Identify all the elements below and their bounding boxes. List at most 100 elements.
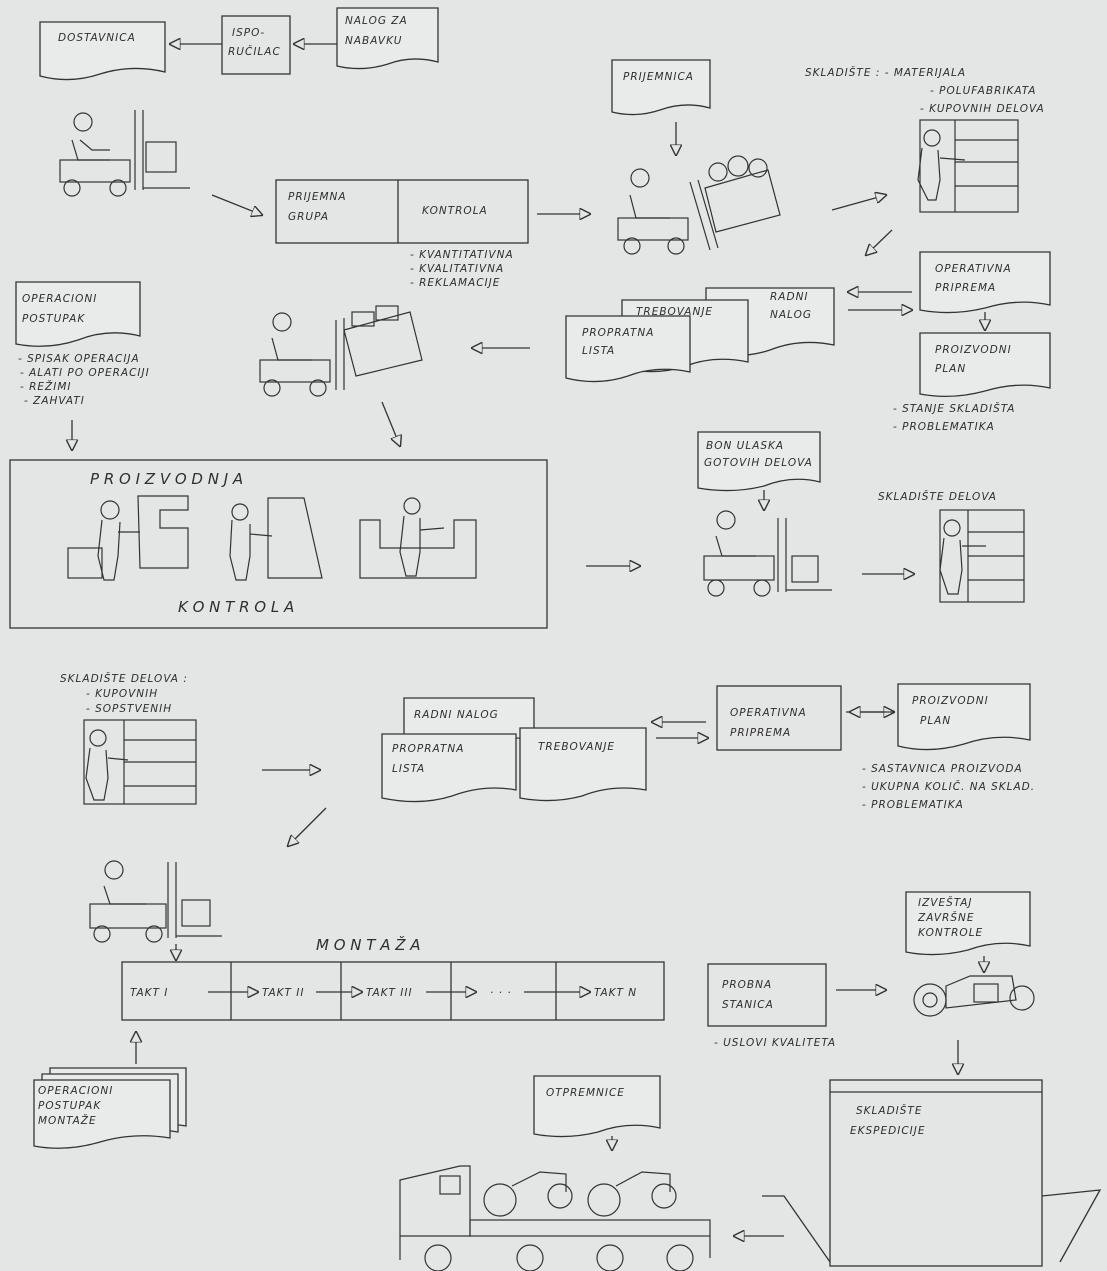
trebovanje-2-label: TREBOVANJE <box>538 741 615 753</box>
arrow-to-proizvodnja <box>381 401 400 446</box>
operativna-priprema-doc: OPERATIVNA PRIPREMA <box>919 251 1051 314</box>
arrow-to-docs <box>866 229 893 255</box>
machine-workers-icon <box>67 495 477 581</box>
radni-nalog-line2: NALOG <box>770 309 812 321</box>
op-priprema-line2: PRIPREMA <box>935 282 996 294</box>
skladiste-line3: - KUPOVNIH DELOVA <box>920 103 1045 115</box>
isporucilac-line1: ISPO- <box>232 27 265 39</box>
montaze-line1: OPERACIONI <box>38 1085 113 1097</box>
note-kvalitativna: - KVALITATIVNA <box>410 263 504 275</box>
isporucilac-line2: RUČILAC <box>228 45 281 58</box>
prijemna-line1: PRIJEMNA <box>288 191 347 203</box>
prijemna-kontrola-box: PRIJEMNA GRUPA KONTROLA <box>275 179 529 244</box>
kontrola-footer: K O N T R O L A <box>178 598 294 616</box>
uslovi-kvaliteta: - USLOVI KVALITETA <box>714 1037 836 1049</box>
plan-line1: PROIZVODNI <box>935 344 1012 356</box>
arrow-to-skladiste1 <box>831 195 886 211</box>
nalog-line1: NALOG ZA <box>345 15 408 27</box>
plan-line2: PLAN <box>935 363 966 375</box>
propratna-line2: LISTA <box>582 345 615 357</box>
note-ukupna: - UKUPNA KOLIČ. NA SKLAD. <box>862 780 1035 793</box>
operacioni-postupak-doc: OPERACIONI POSTUPAK <box>15 281 141 347</box>
tractor-icon <box>913 975 1035 1017</box>
forklift-loaded-icon <box>617 155 781 255</box>
documents-stack: RADNI NALOG TREBOVANJE PROPRATNA LISTA <box>565 287 835 383</box>
arrow-to-forklift4 <box>288 807 327 846</box>
montaza-title: M O N T A Ž A <box>316 935 421 954</box>
shelf-worker-3-icon <box>83 719 197 805</box>
ekspedicija-line1: SKLADIŠTE <box>856 1104 922 1117</box>
note-problematika-2: - PROBLEMATIKA <box>862 799 964 811</box>
note-reklamacije: - REKLAMACIJE <box>410 277 500 289</box>
skladiste-delova-label: SKLADIŠTE DELOVA <box>878 490 997 503</box>
skladiste-delova-middle: SKLADIŠTE DELOVA : - KUPOVNIH - SOPSTVEN… <box>60 672 188 715</box>
note-rezimi: - REŽIMI <box>20 380 72 393</box>
forklift-small-icon <box>703 510 832 597</box>
proizvodnja-title: P R O I Z V O D N J A <box>90 470 243 488</box>
izvestaj-doc: IZVEŠTAJ ZAVRŠNE KONTROLE <box>905 891 1031 956</box>
propratna-2-line2: LISTA <box>392 763 425 775</box>
note-sastavnica: - SASTAVNICA PROIZVODA <box>862 763 1023 775</box>
takt-3: TAKT III <box>366 987 413 999</box>
arrow-to-prijemna <box>211 194 262 215</box>
takt-line: TAKT I TAKT II TAKT III · · · TAKT N <box>121 961 665 1021</box>
bon-ulaska-doc: BON ULASKA GOTOVIH DELOVA <box>697 431 821 492</box>
nalog-line2: NABAVKU <box>345 35 402 47</box>
bon-line2: GOTOVIH DELOVA <box>704 457 813 469</box>
op-priprema-line1: OPERATIVNA <box>935 263 1012 275</box>
sd-line3: - SOPSTVENIH <box>86 703 172 715</box>
plan-2-line2: PLAN <box>920 715 951 727</box>
izvestaj-line2: ZAVRŠNE <box>917 911 975 924</box>
note-problematika: - PROBLEMATIKA <box>893 421 995 433</box>
probna-stanica-box: PROBNA STANICA <box>707 963 827 1027</box>
skladiste-materijala-label: SKLADIŠTE : - MATERIJALA - POLUFABRIKATA… <box>805 66 1045 115</box>
proizvodnja-box: P R O I Z V O D N J A K O N T R O L A <box>9 459 548 629</box>
postupak-notes: - SPISAK OPERACIJA - ALATI PO OPERACIJI … <box>18 353 150 407</box>
op-priprema-2-line2: PRIPREMA <box>730 727 791 739</box>
prijemnica-label: PRIJEMNICA <box>623 71 694 83</box>
skladiste-line2: - POLUFABRIKATA <box>930 85 1036 97</box>
op-postupak-line1: OPERACIONI <box>22 293 97 305</box>
forklift-boxes-icon <box>259 305 423 397</box>
op-priprema-2-line1: OPERATIVNA <box>730 707 807 719</box>
probna-line1: PROBNA <box>722 979 772 991</box>
takt-2: TAKT II <box>262 987 304 999</box>
nalog-za-nabavku-doc: NALOG ZA NABAVKU <box>336 7 439 70</box>
sd-line1: SKLADIŠTE DELOVA : <box>60 672 188 685</box>
skladiste-ekspedicije-box: SKLADIŠTE EKSPEDICIJE <box>762 1079 1102 1267</box>
skladiste-line1: SKLADIŠTE : - MATERIJALA <box>805 66 966 79</box>
plan-2-notes: - SASTAVNICA PROIZVODA - UKUPNA KOLIČ. N… <box>862 763 1035 811</box>
sd-line2: - KUPOVNIH <box>86 688 158 700</box>
operacioni-postupak-montaze-doc: OPERACIONI POSTUPAK MONTAŽE <box>33 1067 187 1149</box>
kontrola-label: KONTROLA <box>422 205 488 217</box>
izvestaj-line1: IZVEŠTAJ <box>918 896 973 909</box>
kontrola-notes: - KVANTITATIVNA - KVALITATIVNA - REKLAMA… <box>410 249 513 289</box>
forklift-4-icon <box>89 860 222 943</box>
note-stanje: - STANJE SKLADIŠTA <box>893 402 1015 415</box>
takt-1: TAKT I <box>130 987 168 999</box>
shelf-worker-icon <box>917 119 1019 213</box>
takt-dots: · · · <box>490 987 512 999</box>
forklift-icon <box>59 110 190 197</box>
truck-icon <box>399 1165 711 1271</box>
proizvodni-plan-2-doc: PROIZVODNI PLAN <box>897 683 1031 751</box>
trebovanje-label: TREBOVANJE <box>636 306 713 318</box>
dostavnica-label: DOSTAVNICA <box>58 32 136 44</box>
note-zahvati: - ZAHVATI <box>24 395 85 407</box>
documents-stack-2: RADNI NALOG TREBOVANJE PROPRATNA LISTA <box>381 697 647 803</box>
plan-notes: - STANJE SKLADIŠTA - PROBLEMATIKA <box>893 402 1015 433</box>
shelf-worker-2-icon <box>939 509 1025 603</box>
isporucilac-box: ISPO- RUČILAC <box>221 15 291 75</box>
plan-2-line1: PROIZVODNI <box>912 695 989 707</box>
prijemnica-doc: PRIJEMNICA <box>611 59 711 116</box>
operativna-priprema-2-box: OPERATIVNA PRIPREMA <box>716 685 842 751</box>
otpremnice-doc: OTPREMNICE <box>533 1075 661 1138</box>
montaze-line3: MONTAŽE <box>38 1114 97 1127</box>
montaze-line2: POSTUPAK <box>38 1100 101 1112</box>
bon-line1: BON ULASKA <box>706 440 784 452</box>
note-alati: - ALATI PO OPERACIJI <box>20 367 150 379</box>
proizvodni-plan-doc: PROIZVODNI PLAN <box>919 332 1051 398</box>
ekspedicija-line2: EKSPEDICIJE <box>850 1125 926 1137</box>
otpremnice-label: OTPREMNICE <box>546 1087 625 1099</box>
